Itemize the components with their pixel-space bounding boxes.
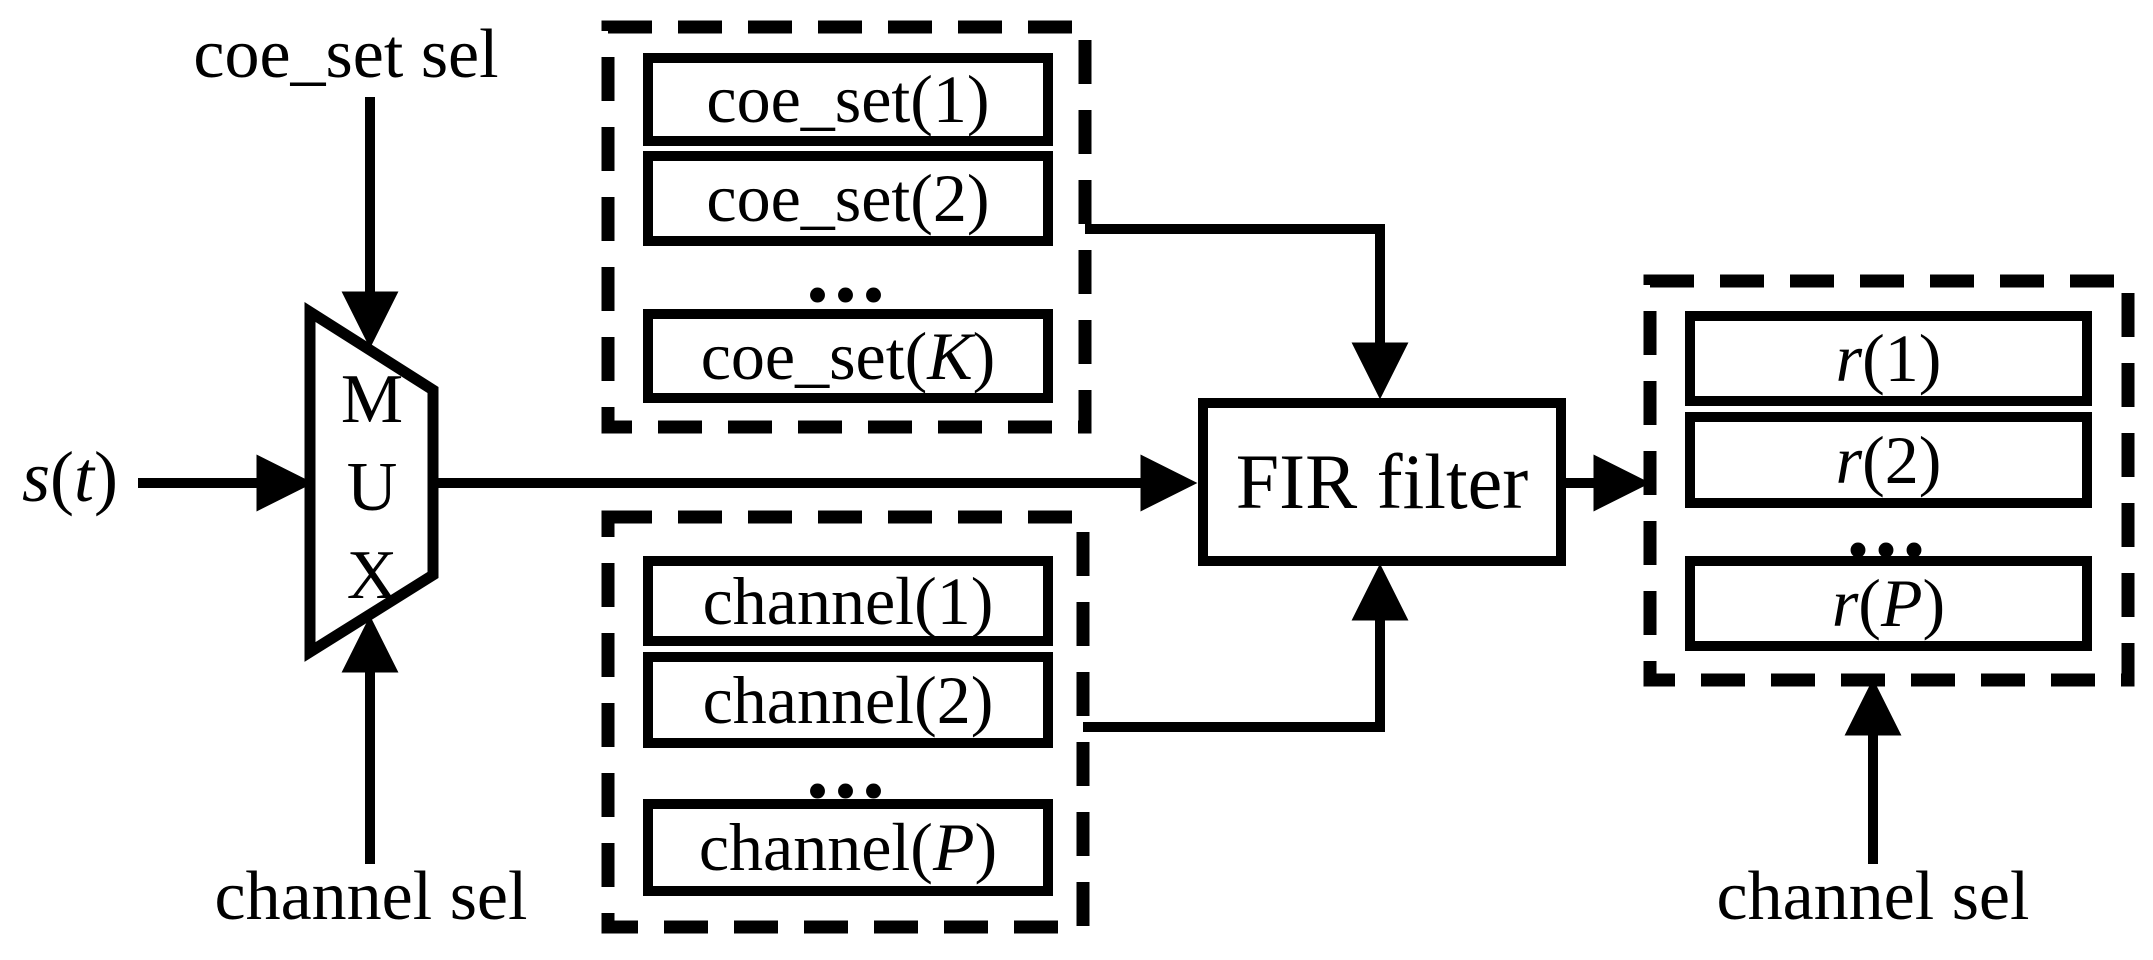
channel-p-box: channel(P): [643, 799, 1053, 896]
mux-letter-u: U: [346, 449, 398, 526]
channel-2-box: channel(2): [643, 652, 1053, 748]
mux-letter-x: X: [346, 537, 398, 614]
channel-to-fir-arrow: [1083, 563, 1409, 732]
channel-1-box: channel(1): [643, 556, 1053, 646]
mux-label: M U X: [311, 356, 433, 626]
r-p-box: r(P): [1685, 556, 2092, 651]
fir-filter-block: FIR filter: [1198, 398, 1566, 566]
channel-group-border: [601, 510, 1090, 934]
r-ellipsis: ...: [1846, 474, 1931, 576]
mux-letter-m: M: [340, 361, 404, 438]
channel-sel-right-label: channel sel: [1716, 858, 2030, 935]
r-2-box: r(2): [1685, 412, 2092, 508]
coe-set-to-fir-arrow: [1085, 224, 1409, 400]
input-signal-label: s(t): [21, 437, 118, 517]
coe-set-2-box: coe_set(2): [643, 151, 1053, 246]
coe-set-group-border: [601, 20, 1092, 434]
mux-trapezoid: [304, 301, 439, 662]
coe-set-sel-label: coe_set sel: [193, 16, 499, 93]
coe-set-ellipsis: ...: [806, 219, 890, 321]
channel-ellipsis: ...: [806, 715, 890, 817]
r-1-box: r(1): [1685, 311, 2092, 406]
coe-set-1-box: coe_set(1): [643, 53, 1053, 146]
channel-sel-left-label: channel sel: [214, 858, 528, 935]
coe-set-k-box: coe_set(K): [643, 309, 1053, 403]
